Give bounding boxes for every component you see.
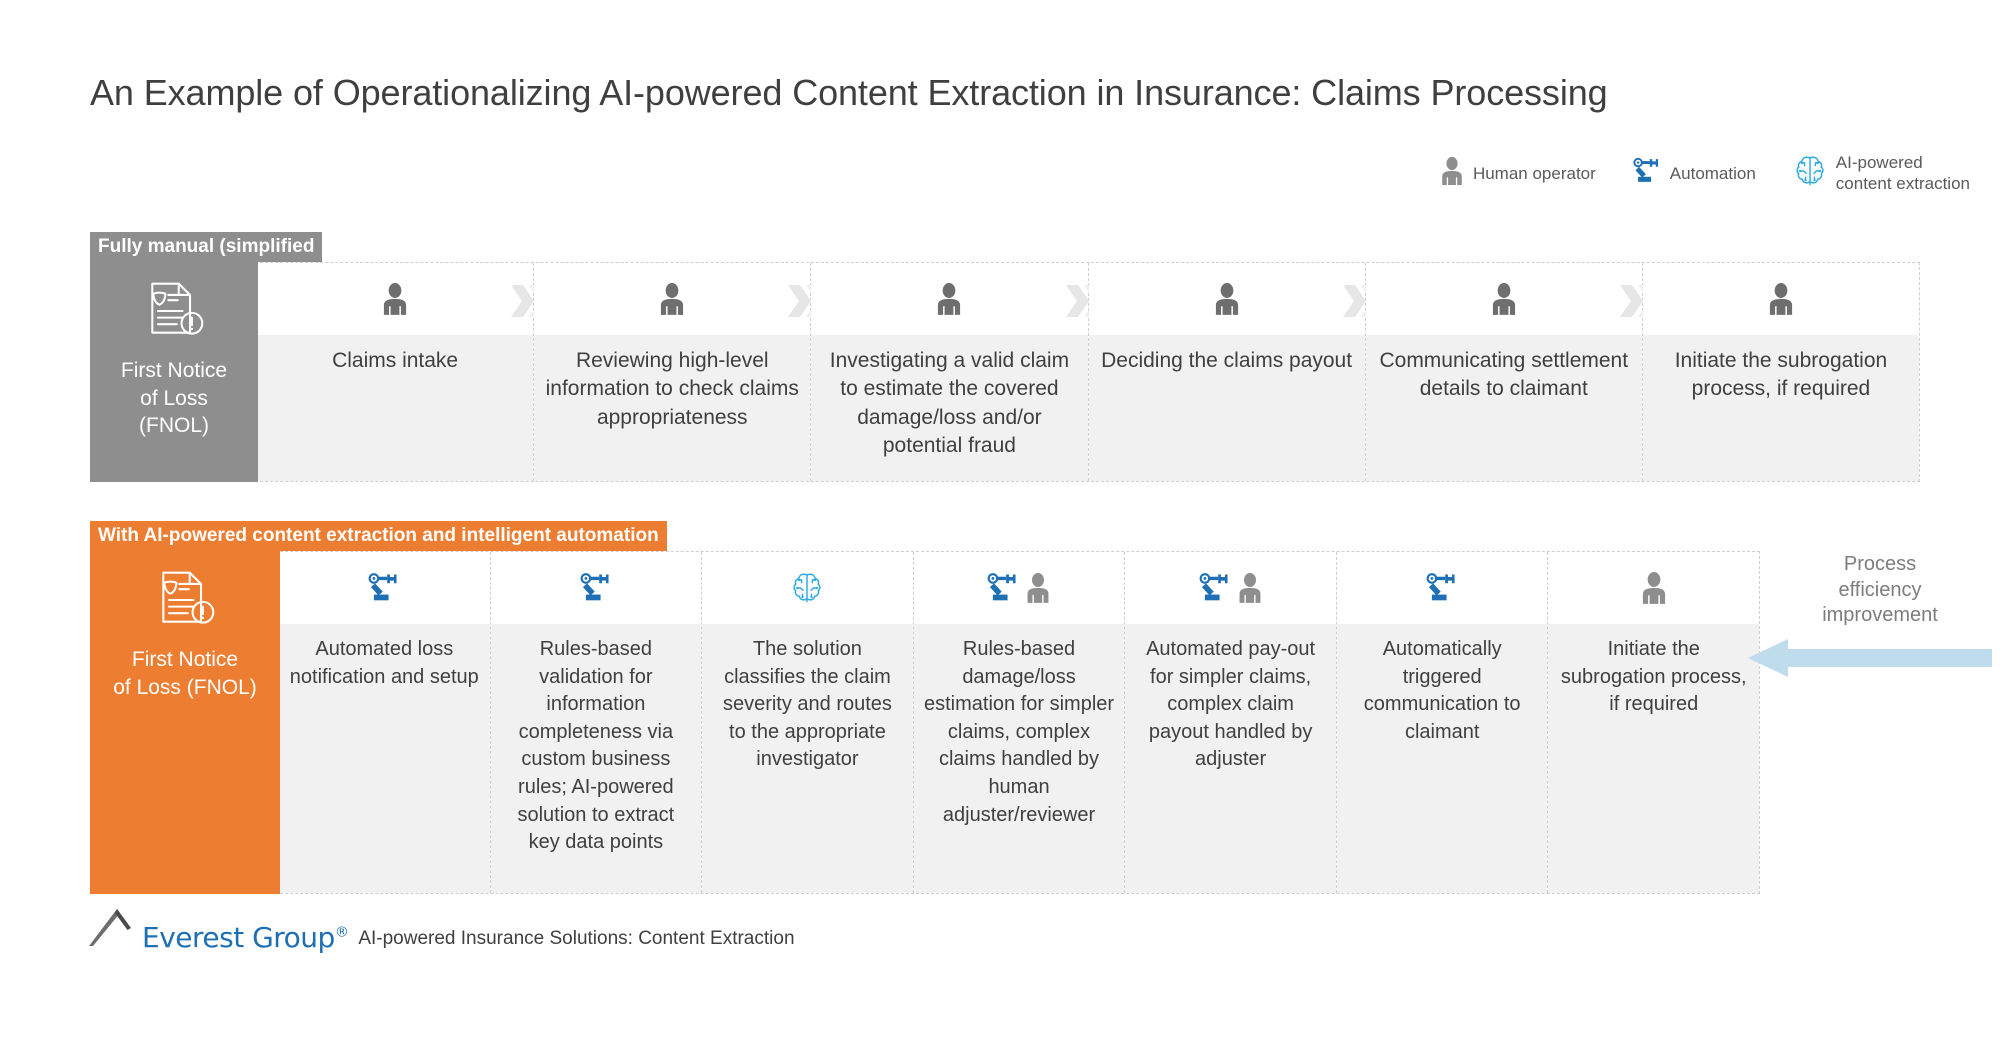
everest-group-logo: Everest Group® <box>88 905 349 954</box>
step-icons <box>1365 263 1661 335</box>
everest-group-wordmark: Everest Group® <box>142 921 349 954</box>
step-reviewing-high-level-info[interactable]: Reviewing high-level information to chec… <box>533 263 830 481</box>
step-solution-classifies-severity[interactable]: The solution classifies the claim severi… <box>701 552 913 893</box>
step-text: Claims intake <box>257 335 534 481</box>
step-icons <box>257 263 553 335</box>
legend: Human operator Automation <box>1439 152 1970 195</box>
step-initiate-subrogation[interactable]: Initiate the subrogation process, if req… <box>1641 263 1920 481</box>
automation-robot-icon <box>987 573 1016 601</box>
step-text: Initiate the subrogation process, if req… <box>1642 335 1920 481</box>
step-text: Automated pay-out for simpler claims, co… <box>1125 624 1336 893</box>
legend-item-automation: Automation <box>1632 156 1756 191</box>
step-text: Initiate the subrogation process, if req… <box>1548 624 1760 893</box>
human-operator-icon <box>1642 572 1665 604</box>
human-operator-icon <box>1027 572 1049 603</box>
human-operator-icon <box>383 283 407 315</box>
step-text: Communicating settlement details to clai… <box>1365 335 1642 481</box>
step-automated-loss-notification[interactable]: Automated loss notification and setup <box>279 552 490 893</box>
human-operator-icon <box>1439 156 1465 191</box>
human-operator-icon <box>1215 283 1238 315</box>
section-banner-with-ai: With AI-powered content extraction and i… <box>90 521 667 551</box>
human-operator-icon <box>1769 283 1793 315</box>
step-rules-based-validation[interactable]: Rules-based validation for information c… <box>489 552 702 893</box>
step-text: The solution classifies the claim severi… <box>702 624 913 893</box>
step-icons <box>913 552 1125 624</box>
registered-mark: ® <box>334 924 349 941</box>
human-operator-icon <box>661 283 684 315</box>
step-text: Investigating a valid claim to estimate … <box>811 335 1088 481</box>
automation-robot-icon <box>1199 573 1228 601</box>
step-rules-based-damage-estimation[interactable]: Rules-based damage/loss estimation for s… <box>912 552 1125 893</box>
step-claims-intake[interactable]: Claims intake <box>257 263 553 481</box>
human-operator-icon <box>1492 283 1515 315</box>
process-steps-manual: Claims intake Reviewing high-leve <box>257 263 1920 481</box>
everest-mountain-icon <box>88 905 144 952</box>
step-text: Rules-based damage/loss estimation for s… <box>913 624 1125 893</box>
step-communicating-settlement[interactable]: Communicating settlement details to clai… <box>1364 263 1661 481</box>
legend-item-human-operator: Human operator <box>1439 156 1596 191</box>
fnol-document-icon <box>141 278 207 349</box>
step-automated-payout[interactable]: Automated pay-out for simpler claims, co… <box>1124 552 1336 893</box>
step-deciding-claims-payout[interactable]: Deciding the claims payout <box>1087 263 1384 481</box>
step-automatically-triggered-communication[interactable]: Automatically triggered communication to… <box>1335 552 1548 893</box>
step-icons <box>811 263 1107 335</box>
step-text: Deciding the claims payout <box>1088 335 1365 481</box>
step-icons <box>702 552 913 624</box>
step-icons <box>279 552 490 624</box>
automation-robot-icon <box>1426 573 1455 601</box>
fnol-document-icon <box>152 567 218 638</box>
step-investigating-valid-claim[interactable]: Investigating a valid claim to estimate … <box>810 263 1107 481</box>
left-arrow-icon <box>1748 638 1992 683</box>
step-text: Automatically triggered communication to… <box>1336 624 1548 893</box>
process-steps-ai: Automated loss notification and setup <box>279 552 1760 893</box>
step-icons <box>1088 263 1384 335</box>
step-text: Automated loss notification and setup <box>279 624 490 893</box>
ai-brain-icon <box>793 573 822 603</box>
step-icons <box>1642 263 1920 335</box>
legend-label-automation: Automation <box>1669 163 1756 183</box>
legend-label-human-operator: Human operator <box>1472 163 1596 183</box>
automation-robot-icon <box>368 573 397 601</box>
step-icons <box>1336 552 1548 624</box>
step-icons <box>1125 552 1336 624</box>
ai-brain-icon <box>1792 153 1828 194</box>
step-text: Rules-based validation for information c… <box>490 624 702 893</box>
human-operator-icon <box>1239 572 1261 603</box>
section-banner-fully-manual: Fully manual (simplified <box>90 232 323 262</box>
step-initiate-subrogation-ai[interactable]: Initiate the subrogation process, if req… <box>1547 552 1760 893</box>
automation-robot-icon <box>580 573 609 601</box>
step-icons <box>490 552 702 624</box>
footer-caption: AI-powered Insurance Solutions: Content … <box>358 928 795 949</box>
page-title: An Example of Operationalizing AI-powere… <box>90 72 1608 113</box>
step-icons <box>1548 552 1760 624</box>
step-icons <box>534 263 830 335</box>
human-operator-icon <box>938 283 961 315</box>
footer: Everest Group® AI-powered Insurance Solu… <box>88 905 795 952</box>
step-text: Reviewing high-level information to chec… <box>534 335 811 481</box>
automation-robot-icon <box>1632 156 1662 191</box>
